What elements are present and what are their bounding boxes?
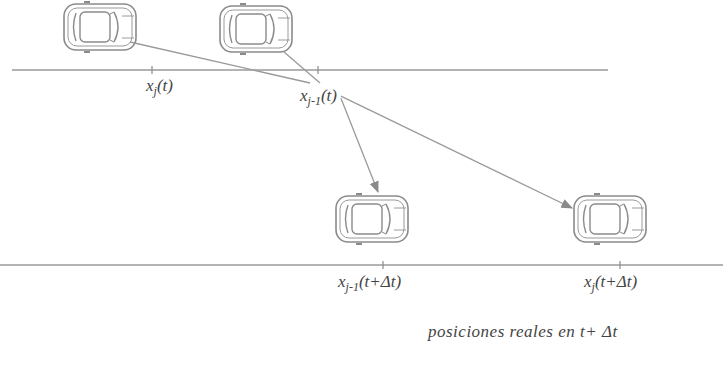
car-figure	[220, 4, 292, 54]
variable-time: (t+Δt)	[359, 272, 401, 291]
axis-tick	[619, 261, 620, 269]
variable-time: (t)	[157, 76, 173, 95]
car-figure	[64, 2, 136, 52]
position-label: xj-1(t)	[300, 86, 337, 106]
car-figure	[574, 194, 646, 244]
variable-index: j-1	[346, 280, 359, 294]
car-figure	[336, 194, 408, 244]
position-label: xj(t+Δt)	[584, 272, 637, 292]
axis-tick	[317, 66, 318, 74]
variable-letter: x	[300, 86, 308, 105]
position-label: xj-1(t+Δt)	[338, 272, 401, 292]
variable-letter: x	[584, 272, 592, 291]
motion-arrow	[341, 96, 572, 208]
position-axis	[12, 69, 608, 70]
variable-time: (t+Δt)	[595, 272, 637, 291]
variable-index: j	[154, 84, 157, 98]
variable-index: j	[592, 280, 595, 294]
leader-line	[284, 52, 320, 83]
caption: posiciones reales en t+ Δt	[428, 322, 618, 342]
position-label: xj(t)	[146, 76, 173, 96]
motion-arrow	[341, 98, 378, 192]
variable-letter: x	[338, 272, 346, 291]
axis-tick	[382, 261, 383, 269]
axis-tick	[151, 66, 152, 74]
variable-index: j-1	[308, 94, 321, 108]
variable-letter: x	[146, 76, 154, 95]
position-axis	[0, 264, 723, 265]
variable-time: (t)	[321, 86, 337, 105]
